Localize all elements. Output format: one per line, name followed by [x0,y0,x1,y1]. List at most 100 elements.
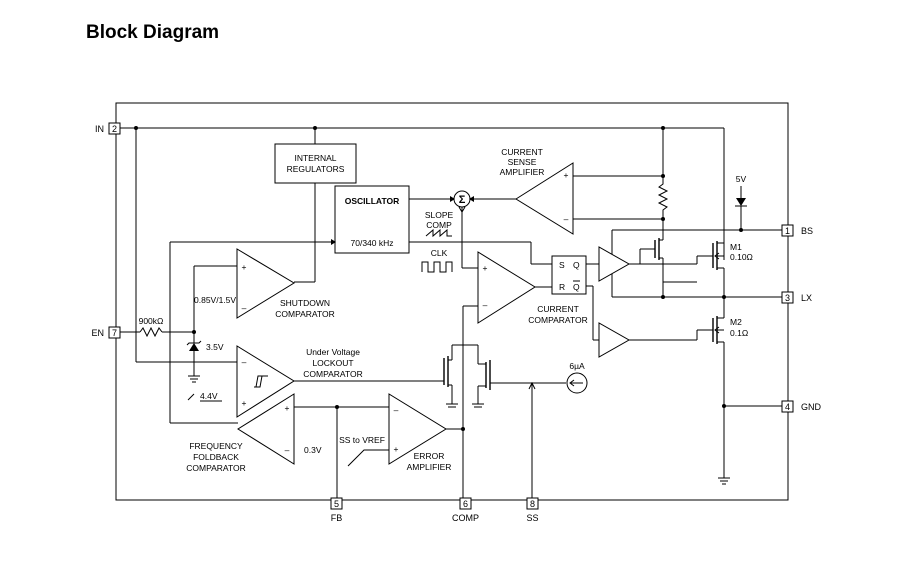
sense-resistor [657,176,669,219]
svg-text:+: + [394,444,399,454]
svg-text:INTERNAL: INTERNAL [294,153,336,163]
svg-text:Under Voltage: Under Voltage [306,347,360,357]
svg-text:AMPLIFIER: AMPLIFIER [407,462,452,472]
svg-text:OSCILLATOR: OSCILLATOR [345,196,399,206]
svg-text:EN: EN [91,328,104,338]
svg-text:IN: IN [95,124,104,134]
svg-text:CURRENT: CURRENT [501,147,543,157]
svg-text:CLK: CLK [431,248,448,258]
svg-text:LOCKOUT: LOCKOUT [312,358,353,368]
high-side-driver [598,246,631,282]
svg-text:–: – [285,445,290,455]
svg-text:6µA: 6µA [569,361,585,371]
in-rail [120,126,725,363]
page-title: Block Diagram [86,22,220,43]
svg-text:+: + [483,263,488,273]
shutdown-comparator: + – SHUTDOWN COMPARATOR [236,248,335,319]
pin-in: 2 IN [95,122,121,135]
current-sense-amplifier: + – CURRENT SENSE AMPLIFIER [500,147,574,235]
pin-en: 7 EN [91,326,121,339]
ground-symbol [718,477,730,485]
clk-label: CLK [421,248,453,273]
svg-text:LX: LX [801,293,812,303]
svg-text:BS: BS [801,226,813,236]
uvlo-comparator: – + Under Voltage LOCKOUT COMPARATOR [236,345,363,418]
frequency-foldback-comparator: + – FREQUENCY FOLDBACK COMPARATOR [186,393,295,473]
svg-text:M2: M2 [730,317,742,327]
svg-text:COMPARATOR: COMPARATOR [186,463,246,473]
svg-text:+: + [242,398,247,408]
m2-mosfet: M2 0.1Ω [712,297,748,478]
svg-text:4: 4 [785,402,790,412]
en-resistor [139,326,163,338]
svg-text:FB: FB [331,513,343,523]
pin-bs: 1 BS [781,224,813,237]
svg-text:SHUTDOWN: SHUTDOWN [280,298,330,308]
svg-text:6: 6 [463,499,468,509]
svg-text:5V: 5V [736,174,747,184]
pin-gnd: 4 GND [781,400,822,413]
svg-text:–: – [242,303,247,313]
svg-text:–: – [483,300,488,310]
svg-text:ERROR: ERROR [414,451,445,461]
svg-text:2: 2 [112,124,117,134]
svg-text:COMPARATOR: COMPARATOR [528,315,588,325]
svg-text:COMP: COMP [426,220,452,230]
svg-text:0.85V/1.5V: 0.85V/1.5V [194,295,236,305]
svg-text:–: – [394,405,399,415]
svg-text:0.10Ω: 0.10Ω [730,252,753,262]
sr-latch: S R Q Q [551,255,587,295]
svg-text:0.1Ω: 0.1Ω [730,328,748,338]
zener-diode: 3.5V [186,332,224,383]
svg-text:AMPLIFIER: AMPLIFIER [500,167,545,177]
svg-text:COMP: COMP [452,513,479,523]
svg-text:+: + [242,262,247,272]
svg-text:REGULATORS: REGULATORS [287,164,345,174]
pin-lx: 3 LX [781,291,812,304]
svg-text:–: – [564,214,569,224]
svg-text:SS: SS [526,513,538,523]
error-amplifier: – + ERROR AMPLIFIER [388,393,452,472]
svg-text:5: 5 [334,499,339,509]
internal-regulators-block: INTERNAL REGULATORS [274,143,357,184]
low-side-driver [598,322,631,358]
svg-text:Σ: Σ [459,194,466,206]
oscillator-block: OSCILLATOR 70/340 kHz [334,185,410,254]
svg-text:CURRENT: CURRENT [537,304,579,314]
summing-node: Σ [453,190,471,208]
svg-text:SS to VREF: SS to VREF [339,435,385,445]
pin-ss: 8 SS [526,497,539,523]
svg-text:COMPARATOR: COMPARATOR [275,309,335,319]
svg-text:0.3V: 0.3V [304,445,322,455]
svg-text:SLOPE: SLOPE [425,210,454,220]
svg-text:70/340 kHz: 70/340 kHz [351,238,394,248]
svg-text:SENSE: SENSE [508,157,537,167]
svg-text:COMPARATOR: COMPARATOR [303,369,363,379]
svg-text:Q: Q [573,282,580,292]
svg-text:S: S [559,260,565,270]
svg-text:1: 1 [785,226,790,236]
pin-comp: 6 COMP [452,497,479,523]
svg-text:–: – [242,357,247,367]
vdd-5v: 5V [735,174,747,232]
svg-text:7: 7 [112,328,117,338]
svg-text:3.5V: 3.5V [206,342,224,352]
svg-text:4.4V: 4.4V [200,391,218,401]
svg-text:3: 3 [785,293,790,303]
svg-text:+: + [285,403,290,413]
m1-mosfet: M1 0.10Ω [654,238,753,297]
svg-text:Q: Q [573,260,580,270]
svg-text:M1: M1 [730,242,742,252]
svg-text:R: R [559,282,565,292]
svg-text:FREQUENCY: FREQUENCY [189,441,243,451]
svg-text:GND: GND [801,402,822,412]
svg-text:+: + [564,170,569,180]
current-source-6ua: 6µA [566,361,588,394]
pin-fb: 5 FB [330,497,343,523]
svg-text:8: 8 [530,499,535,509]
svg-text:900kΩ: 900kΩ [139,316,164,326]
comp-clamp-transistors [436,306,532,408]
svg-text:FOLDBACK: FOLDBACK [193,452,239,462]
slope-comp-label: SLOPE COMP [425,210,454,238]
